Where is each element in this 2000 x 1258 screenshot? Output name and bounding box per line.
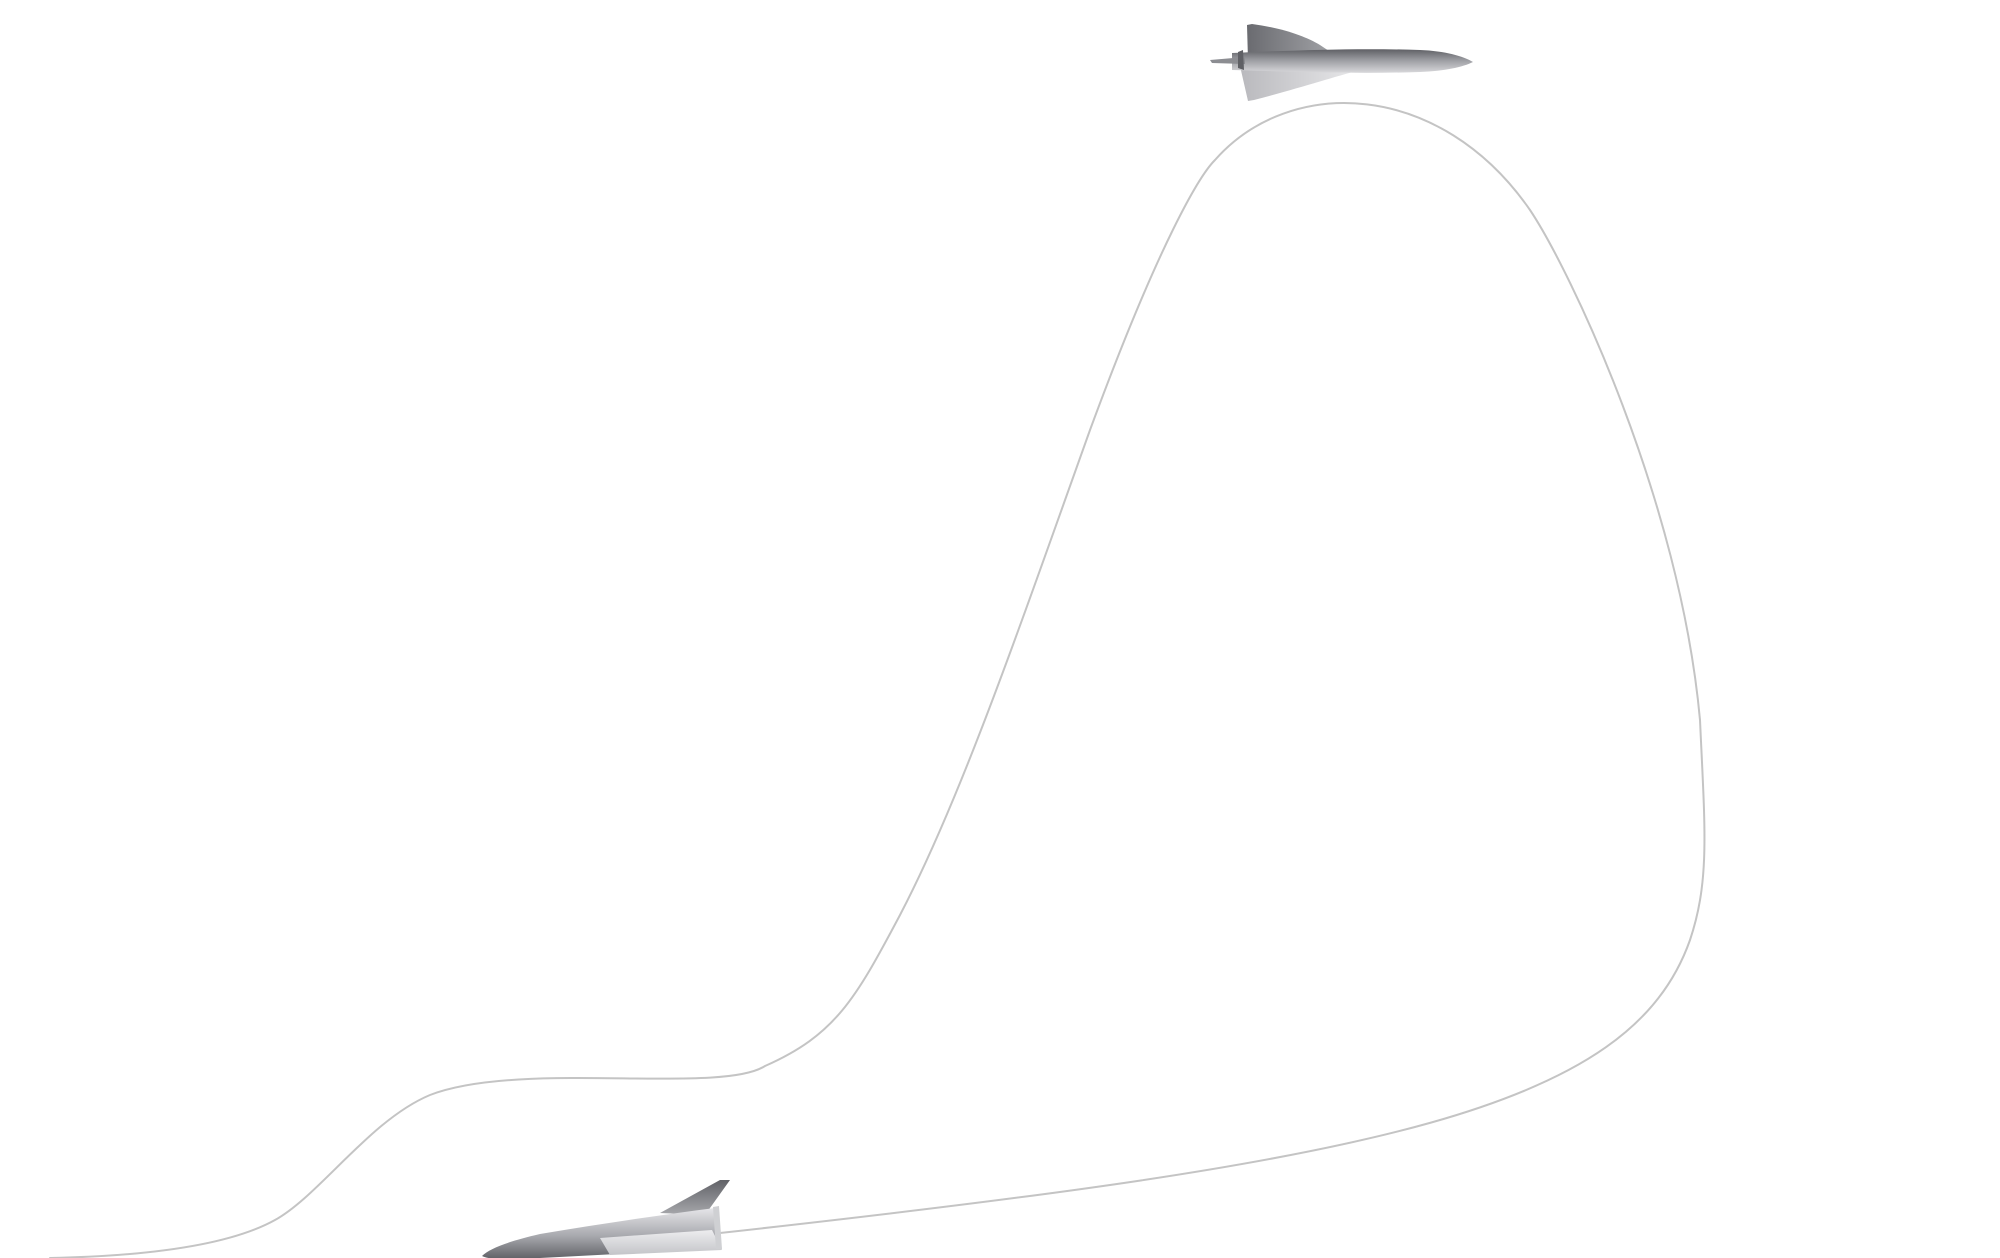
upper-aircraft-wing-icon xyxy=(1240,66,1360,101)
lower-aircraft-fin-icon xyxy=(660,1180,730,1215)
flight-path-line xyxy=(49,102,1706,1258)
upper-aircraft-fuselage-icon xyxy=(1232,49,1473,73)
upper-aircraft-tail-icon xyxy=(1210,57,1245,64)
lower-aircraft-wing-icon xyxy=(600,1230,722,1255)
upper-aircraft-icon xyxy=(1210,24,1473,101)
lower-aircraft-icon xyxy=(482,1180,730,1258)
